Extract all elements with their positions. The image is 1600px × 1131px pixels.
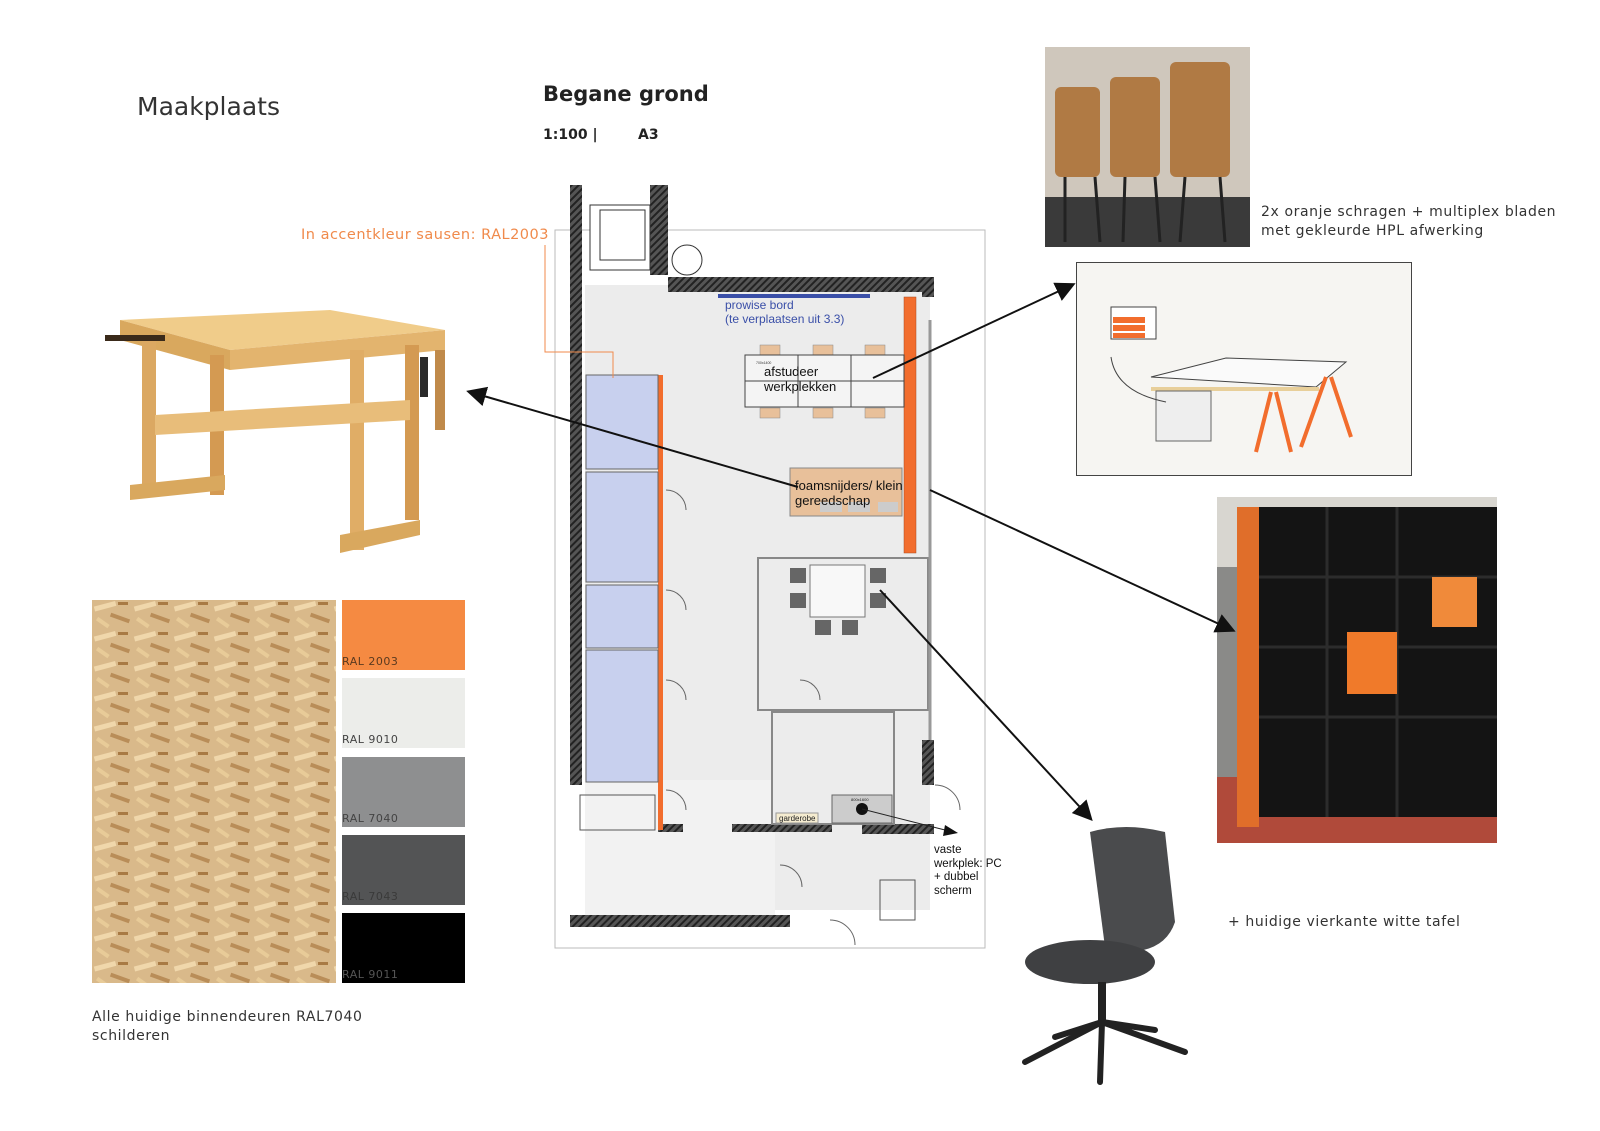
trestles-line2: met gekleurde HPL afwerking (1261, 223, 1484, 239)
swatch-label: RAL 2003 (342, 655, 399, 668)
plan-title: Begane grond (543, 82, 709, 106)
plan-scale: 1:100 | (543, 127, 598, 143)
swatch-ral-7043: RAL 7043 (342, 835, 465, 905)
fixed-line2: werkplek: PC (934, 857, 1002, 870)
desk-size-label: 800x1600 (851, 797, 869, 802)
workspaces-label: afstudeer werkplekken (764, 364, 836, 394)
office-chair-image (1022, 827, 1188, 1085)
swatch-label: RAL 9011 (342, 968, 399, 981)
swatch-ral-2003: RAL 2003 (342, 600, 465, 670)
board-title: Maakplaats (137, 92, 280, 121)
doors-note-line1: Alle huidige binnendeuren RAL7040 (92, 1009, 363, 1025)
floor-plan (554, 185, 986, 949)
fixed-workplace-label: vaste werkplek: PC + dubbel scherm (934, 844, 1002, 898)
board-label-line1: prowise bord (725, 298, 794, 312)
table-size-label: 700x1400 (756, 361, 772, 365)
prowise-board-label: prowise bord (te verplaatsen uit 3.3) (725, 298, 844, 326)
trestles-note: 2x oranje schragen + multiplex bladen me… (1261, 203, 1556, 241)
fixed-line4: scherm (934, 884, 972, 897)
swatch-label: RAL 7043 (342, 890, 399, 903)
swatch-label: RAL 7040 (342, 812, 399, 825)
accent-paint-note: In accentkleur sausen: RAL2003 (301, 227, 549, 243)
foam-line2: gereedschap (795, 493, 871, 508)
paper-size: A3 (638, 127, 659, 143)
orange-shelf-photo (1217, 497, 1497, 843)
trestles-line1: 2x oranje schragen + multiplex bladen (1261, 204, 1557, 220)
fixed-line1: vaste (934, 844, 962, 856)
stacked-chairs-photo (1045, 47, 1250, 247)
foam-line1: foamsnijders/ klein (795, 478, 903, 493)
swatch-label: RAL 9010 (342, 733, 399, 746)
workspaces-line1: afstudeer (764, 364, 819, 379)
workspaces-line2: werkplekken (764, 379, 837, 394)
swatch-ral-9010: RAL 9010 (342, 678, 465, 748)
doors-note-line2: schilderen (92, 1028, 171, 1044)
board-label-line2: (te verplaatsen uit 3.3) (725, 312, 845, 326)
square-table-note: + huidige vierkante witte tafel (1228, 914, 1461, 930)
workbench-image (105, 310, 445, 553)
swatch-ral-9011: RAL 9011 (342, 913, 465, 983)
swatch-ral-7040: RAL 7040 (342, 757, 465, 827)
osb-texture-image (92, 600, 336, 983)
foam-cutters-label: foamsnijders/ klein gereedschap (795, 478, 903, 508)
table-sketch-image (1076, 262, 1412, 476)
doors-note: Alle huidige binnendeuren RAL7040 schild… (92, 1008, 363, 1046)
wardrobe-label: garderobe (779, 814, 816, 823)
fixed-line3: + dubbel (934, 871, 979, 883)
